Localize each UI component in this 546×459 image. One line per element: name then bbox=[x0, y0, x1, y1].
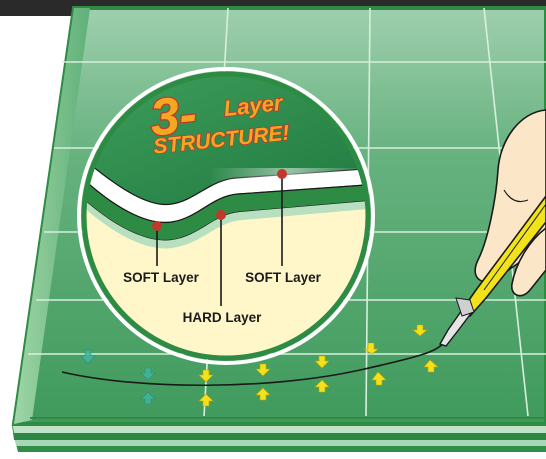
layer-marker-icon bbox=[216, 210, 226, 220]
layer-marker-icon bbox=[277, 169, 287, 179]
label-hard-layer: HARD Layer bbox=[183, 310, 263, 325]
layer-marker-icon bbox=[152, 221, 162, 231]
label-soft-layer-left: SOFT Layer bbox=[123, 270, 200, 285]
label-soft-layer-right: SOFT Layer bbox=[245, 270, 322, 285]
